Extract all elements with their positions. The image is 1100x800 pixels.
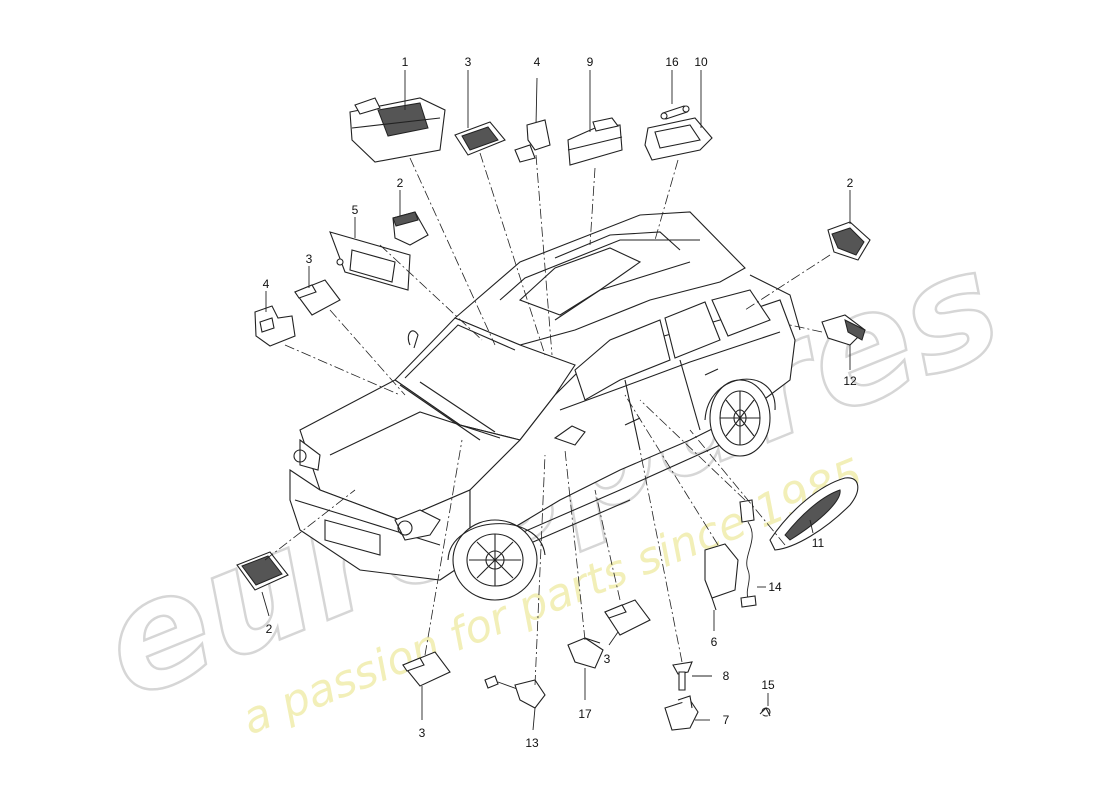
callout-3: 3 [306,252,313,266]
part-light-right-top [827,221,871,261]
part-light-lower-left [236,551,289,591]
callout-3: 3 [604,652,611,666]
part-light-upper-left [392,211,429,246]
vehicle-illustration [289,211,801,601]
callout-17: 17 [578,707,592,721]
callout-5: 5 [352,203,359,217]
callout-16: 16 [665,55,679,69]
part-reading-light [454,121,506,156]
part-cable-sensor [739,499,757,608]
part-console-panel [329,231,411,291]
callout-14: 14 [768,580,782,594]
part-light-strip [769,477,859,551]
part-courtesy-light-left [294,279,341,316]
callout-7: 7 [723,713,730,727]
part-courtesy-light-center [604,599,651,636]
part-plunger-8 [672,661,693,691]
part-courtesy-light-lower-left [402,651,451,687]
part-cable-13 [484,675,546,709]
callout-3: 3 [465,55,472,69]
part-bulb-15 [759,707,771,717]
part-module-6 [704,543,739,611]
callout-2: 2 [847,176,854,190]
callout-numbers: 1 3 4 9 16 10 2 5 3 4 2 12 11 14 6 8 7 1… [263,55,857,750]
callout-4: 4 [263,277,270,291]
callout-2: 2 [397,176,404,190]
callout-15: 15 [761,678,775,692]
part-sensor-top [514,77,551,163]
part-switch-7 [664,695,699,731]
part-bulb-16 [660,105,690,120]
callout-6: 6 [711,635,718,649]
callout-3: 3 [419,726,426,740]
leader-lines [261,70,851,731]
callout-13: 13 [525,736,539,750]
part-sensor-left [254,305,296,347]
callout-12: 12 [843,374,857,388]
part-light-12 [821,314,866,346]
callout-2: 2 [266,622,273,636]
part-interior-dome-light [349,97,446,163]
callout-9: 9 [587,55,594,69]
callout-8: 8 [723,669,730,683]
parts [236,77,871,731]
part-luggage-light [644,117,713,161]
callout-11: 11 [812,536,825,550]
part-control-unit [567,117,623,166]
callout-4: 4 [534,55,541,69]
callout-1: 1 [402,55,409,69]
part-connector-17 [567,637,604,669]
callout-10: 10 [694,55,708,69]
